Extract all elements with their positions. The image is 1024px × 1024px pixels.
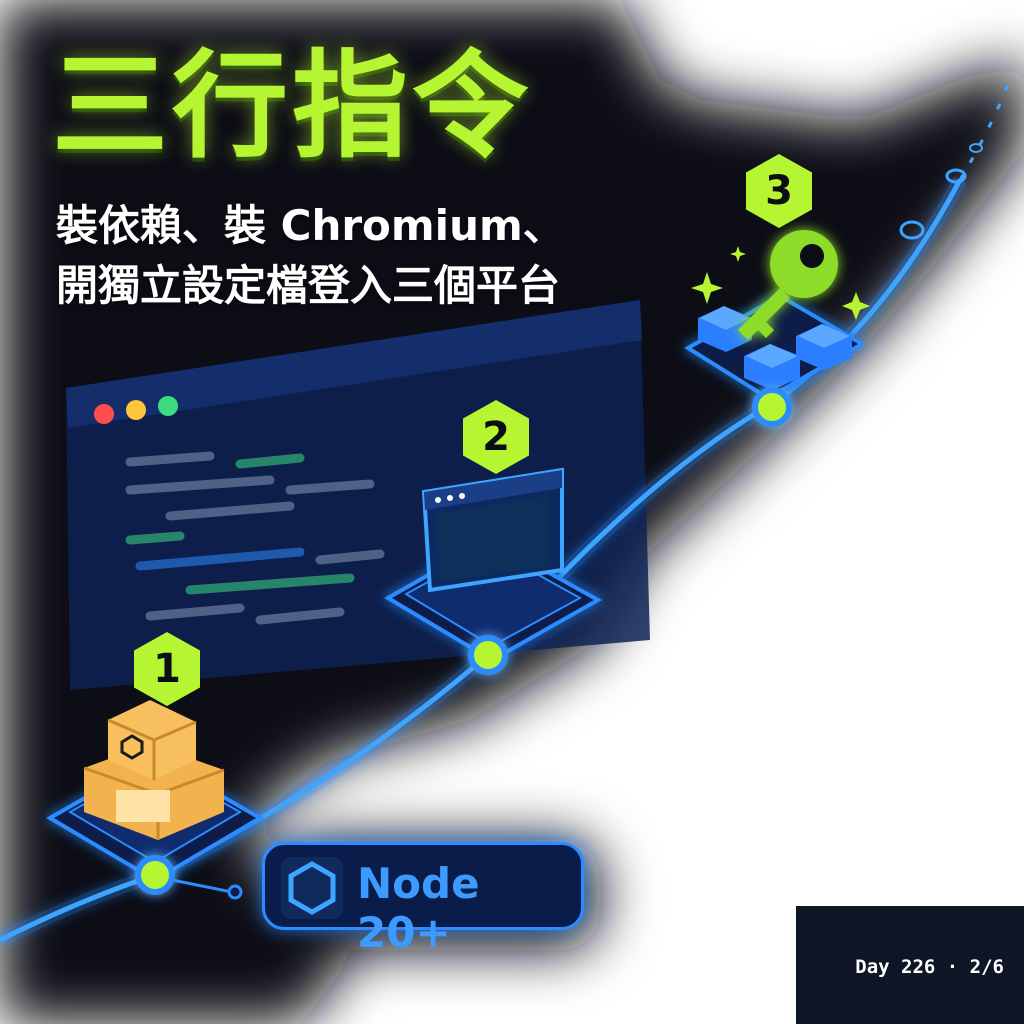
page-title: 三行指令	[52, 39, 532, 174]
package-boxes-icon	[83, 700, 225, 840]
connector-line	[171, 878, 233, 894]
window-maximize-dot	[158, 396, 178, 416]
path-waypoint	[969, 143, 983, 153]
subtitle-line-2: 開獨立設定檔登入三個平台	[56, 261, 561, 310]
nodejs-hexagon-icon	[281, 857, 343, 919]
subtitle-line-1: 裝依賴、裝 Chromium、	[56, 201, 565, 250]
day-page-indicator: Day 226 · 2/6	[855, 956, 1004, 978]
footer-bar: Day 226 · 2/6	[796, 906, 1024, 1024]
step-3-node	[752, 387, 792, 427]
sparkle-icon	[691, 246, 870, 320]
keyboard-keys-icon	[698, 306, 852, 390]
step-2-badge: 2	[463, 400, 529, 474]
connector-dot	[227, 884, 243, 900]
window-minimize-dot	[126, 400, 146, 420]
node-version-label: Node 20+	[357, 859, 480, 957]
browser-window-icon	[421, 467, 564, 593]
path-waypoint	[899, 220, 925, 240]
step-1-node	[135, 855, 175, 895]
subtitle: 裝依賴、裝 Chromium、 開獨立設定檔登入三個平台	[56, 196, 565, 316]
node-version-badge: Node 20+	[262, 842, 584, 957]
step-2-node	[468, 635, 508, 675]
path-waypoint	[945, 168, 967, 184]
key-icon	[738, 230, 838, 340]
window-close-dot	[94, 404, 114, 424]
